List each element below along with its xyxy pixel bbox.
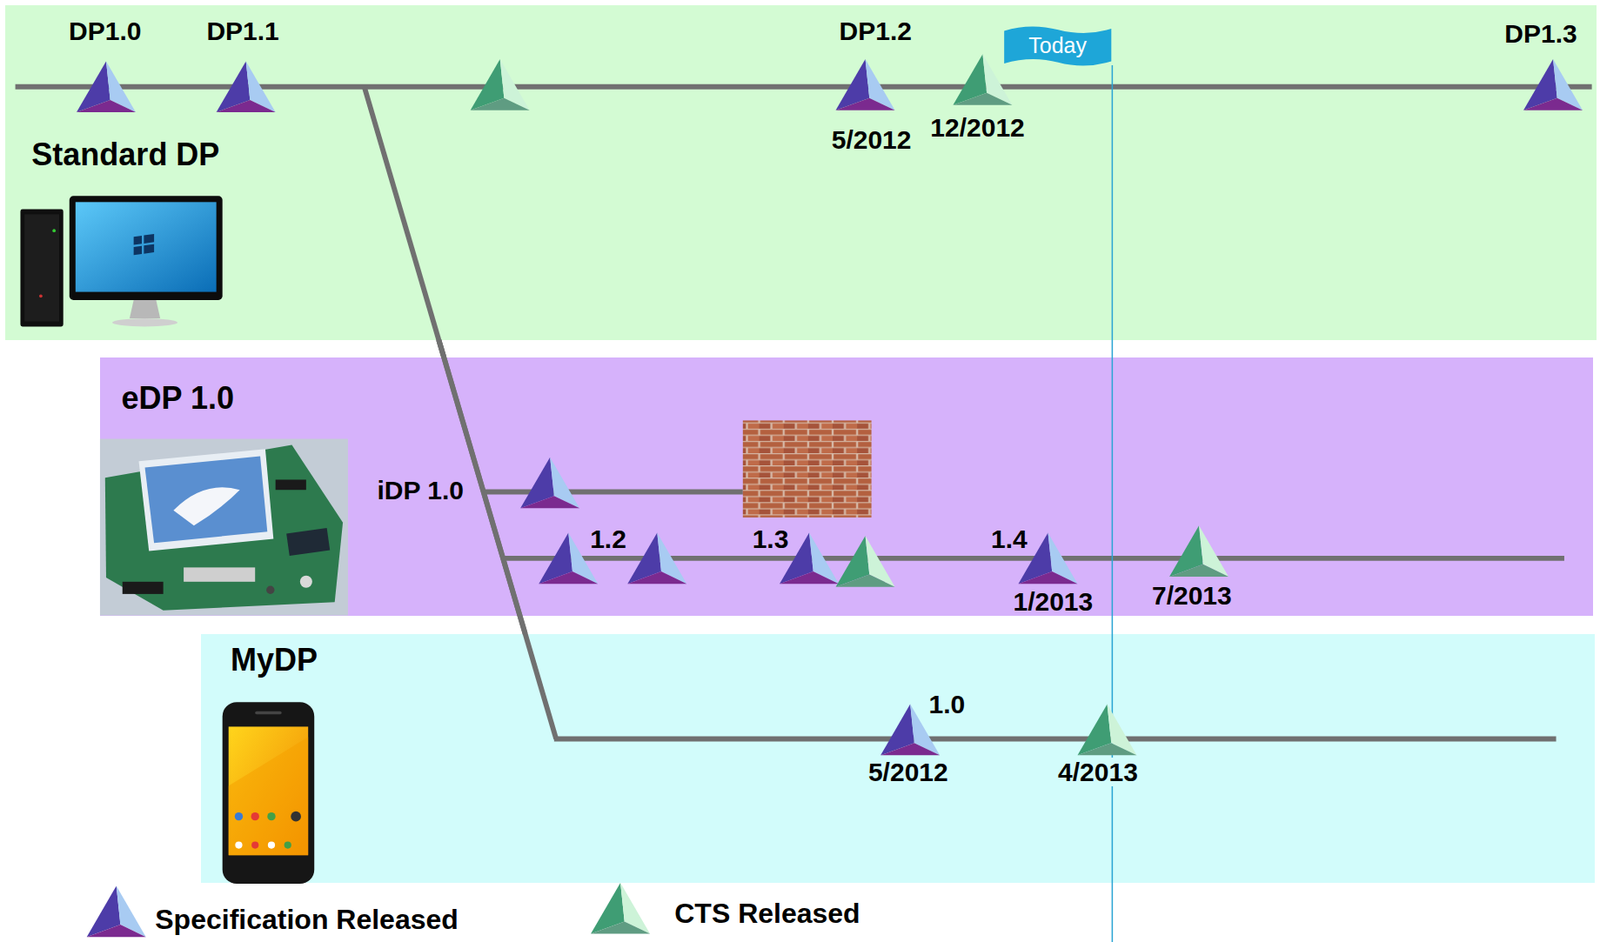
timeline-label: 12/2012 bbox=[930, 113, 1025, 142]
timeline-label: 1.4 bbox=[990, 524, 1028, 554]
legend-cts-sample bbox=[590, 883, 650, 935]
legend-text: CTS Released bbox=[674, 898, 860, 930]
today-flag: Today bbox=[1003, 22, 1112, 70]
timeline-label: 1.2 bbox=[589, 524, 627, 554]
timeline-label: 4/2013 bbox=[1056, 757, 1140, 787]
legend-text: Specification Released bbox=[154, 904, 459, 936]
band-title: Standard DP bbox=[31, 137, 220, 173]
flag-fill bbox=[1004, 26, 1112, 66]
timeline-label: 1.0 bbox=[929, 689, 966, 719]
timeline-label: 1/2013 bbox=[1012, 587, 1093, 616]
legend-spec-sample bbox=[87, 885, 147, 938]
timeline-label: 5/2012 bbox=[831, 125, 912, 154]
standard-dp-band: Standard DP Today bbox=[5, 5, 1598, 341]
timeline-label: DP1.3 bbox=[1504, 19, 1577, 48]
timeline-label: 1.3 bbox=[752, 524, 790, 554]
flag-label: Today bbox=[1028, 33, 1087, 59]
edp-band: eDP 1.0 bbox=[100, 357, 1594, 616]
timeline-label: DP1.1 bbox=[206, 16, 279, 46]
branch-line bbox=[438, 340, 444, 358]
band-title: MyDP bbox=[230, 642, 318, 678]
timeline-label: DP1.2 bbox=[839, 16, 912, 46]
band-title: eDP 1.0 bbox=[121, 381, 235, 416]
timeline-label: 5/2012 bbox=[868, 757, 949, 787]
timeline-label: DP1.0 bbox=[68, 16, 141, 46]
timeline-label: iDP 1.0 bbox=[376, 475, 464, 505]
timeline-label: 7/2013 bbox=[1151, 581, 1232, 610]
